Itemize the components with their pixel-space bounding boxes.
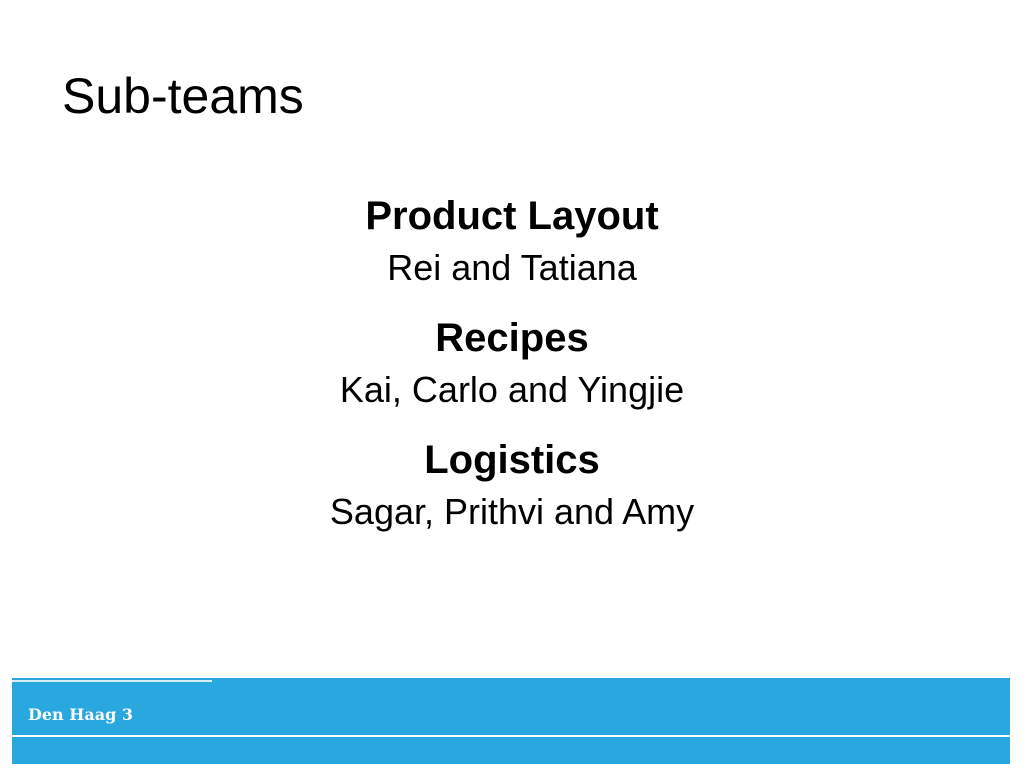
team-members: Sagar, Prithvi and Amy: [329, 491, 695, 532]
slide-title: Sub-teams: [62, 68, 304, 124]
team-name: Product Layout: [365, 194, 659, 238]
footer-highlight-line: [12, 680, 212, 682]
team-recipes: Recipes Kai, Carlo and Yingjie: [0, 310, 1024, 414]
team-members: Kai, Carlo and Yingjie: [339, 369, 685, 410]
footer-divider: [12, 735, 1010, 737]
team-name: Recipes: [435, 316, 589, 360]
team-list: Product Layout Rei and Tatiana Recipes K…: [0, 188, 1024, 554]
team-logistics: Logistics Sagar, Prithvi and Amy: [0, 432, 1024, 536]
team-product-layout: Product Layout Rei and Tatiana: [0, 188, 1024, 292]
team-name: Logistics: [424, 438, 600, 482]
footer-bar: [12, 678, 1010, 764]
team-members: Rei and Tatiana: [387, 247, 637, 288]
footer-label: Den Haag 3: [28, 705, 133, 724]
